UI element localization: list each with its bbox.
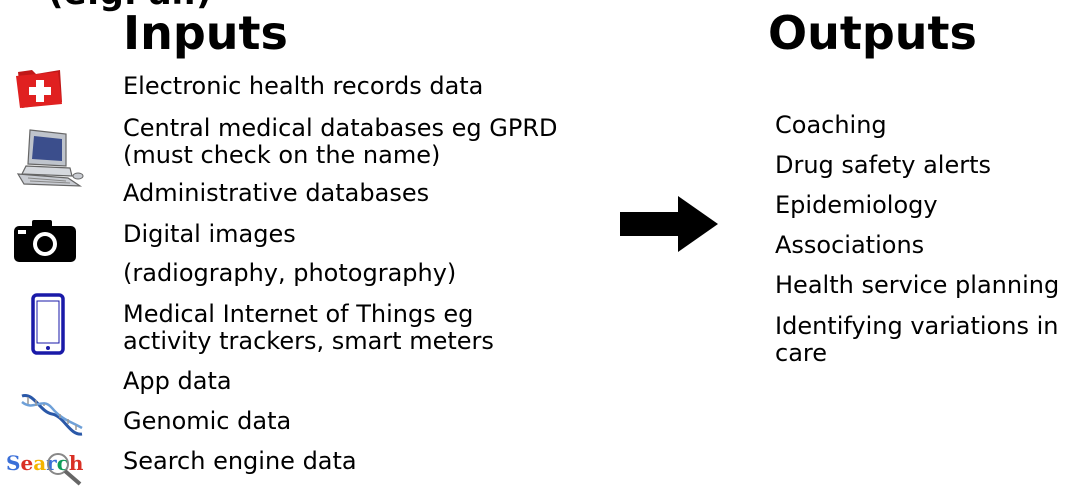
input-item-iot: Medical Internet of Things eg <box>123 300 474 328</box>
input-item-digital-images: Digital images <box>123 220 296 248</box>
input-item-admin-db: Administrative databases <box>123 179 430 207</box>
output-item-health-planning: Health service planning <box>775 271 1060 299</box>
output-item-drug-safety: Drug safety alerts <box>775 151 992 179</box>
desktop-computer-icon <box>16 129 84 187</box>
svg-text:Search: Search <box>6 451 84 475</box>
dna-icon <box>21 394 83 436</box>
output-item-variations-cont: care <box>775 339 828 367</box>
input-item-central-db-note: (must check on the name) <box>123 141 441 169</box>
input-item-iot-note: activity trackers, smart meters <box>123 327 494 355</box>
medical-folder-icon <box>16 70 62 108</box>
partial-top-heading: (e.g. al.) <box>48 0 212 10</box>
output-item-coaching: Coaching <box>775 111 887 139</box>
camera-icon <box>14 220 76 262</box>
input-item-app-data: App data <box>123 367 232 395</box>
input-item-search-engine: Search engine data <box>123 447 357 475</box>
arrow-right-icon <box>620 196 718 252</box>
search-logo-icon: Search <box>6 448 90 486</box>
smartphone-icon <box>31 293 65 355</box>
output-item-epidemiology: Epidemiology <box>775 191 938 219</box>
output-item-associations: Associations <box>775 231 925 259</box>
input-item-digital-images-note: (radiography, photography) <box>123 259 457 287</box>
input-item-central-db: Central medical databases eg GPRD <box>123 114 558 142</box>
output-item-variations: Identifying variations in <box>775 312 1059 340</box>
input-item-genomic: Genomic data <box>123 407 292 435</box>
input-item-ehr: Electronic health records data <box>123 72 484 100</box>
outputs-heading: Outputs <box>768 6 977 60</box>
inputs-heading: Inputs <box>123 6 288 60</box>
